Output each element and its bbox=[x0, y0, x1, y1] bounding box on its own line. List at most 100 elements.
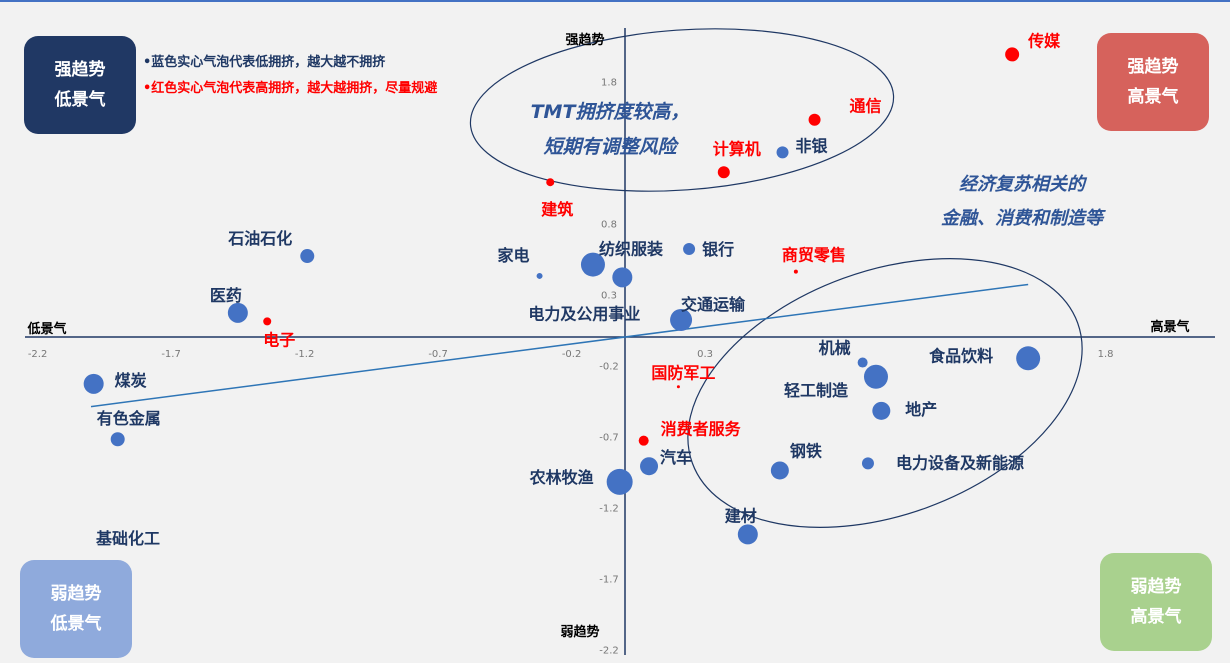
econ-annotation-line1: 经济复苏相关的 bbox=[959, 174, 1088, 195]
tmt-ellipse bbox=[469, 28, 895, 192]
legend: •蓝色实心气泡代表低拥挤，越大越不拥挤 •红色实心气泡代表高拥挤，越大越拥挤，尽… bbox=[143, 50, 437, 102]
economy-ellipse bbox=[687, 258, 1083, 528]
point-label: 建筑 bbox=[541, 200, 573, 219]
x-axis-low-label: 低景气 bbox=[26, 321, 66, 337]
point-label: 交通运输 bbox=[681, 295, 746, 314]
bubble-建材 bbox=[737, 524, 758, 545]
y-axis-high-label: 强趋势 bbox=[565, 32, 604, 48]
quadrant-line1: 弱趋势 bbox=[50, 584, 102, 604]
quadrant-line2: 高景气 bbox=[1127, 87, 1179, 107]
bubble-轻工制造 bbox=[863, 364, 888, 389]
point-label: 消费者服务 bbox=[661, 420, 742, 439]
bubble-银行 bbox=[683, 242, 696, 255]
bubble-汽车 bbox=[640, 457, 659, 476]
point-label: 非银 bbox=[796, 136, 829, 155]
legend-blue: •蓝色实心气泡代表低拥挤，越大越不拥挤 bbox=[143, 55, 386, 70]
point-label: 食品饮料 bbox=[928, 346, 993, 365]
bubble-煤炭 bbox=[83, 373, 104, 394]
y-tick-label: -0.7 bbox=[599, 432, 619, 443]
quadrant-bottom-right: 弱趋势 高景气 bbox=[1100, 553, 1212, 651]
quadrant-line1: 强趋势 bbox=[54, 60, 106, 80]
point-label: 国防军工 bbox=[651, 364, 715, 383]
bubble-交通运输 bbox=[670, 308, 693, 331]
point-label: 商贸零售 bbox=[782, 246, 846, 265]
x-tick-label: 0.3 bbox=[697, 349, 713, 360]
x-tick-label: -0.2 bbox=[562, 349, 582, 360]
point-label: 煤炭 bbox=[115, 371, 147, 390]
x-tick-label: -1.7 bbox=[161, 349, 181, 360]
trendline bbox=[90, 283, 1029, 408]
bubble-机械 bbox=[857, 357, 868, 368]
point-label: 农林牧渔 bbox=[529, 468, 594, 487]
bubble-地产 bbox=[872, 401, 891, 420]
trend-line bbox=[90, 283, 1029, 408]
y-tick-label: 0.3 bbox=[601, 290, 617, 301]
bubble-消费者服务 bbox=[638, 435, 649, 446]
legend-red: •红色实心气泡代表高拥挤，越大越拥挤，尽量规避 bbox=[143, 81, 438, 96]
point-label: 家电 bbox=[498, 246, 530, 265]
quadrant-line2: 低景气 bbox=[54, 90, 106, 110]
x-tick-label: -0.7 bbox=[428, 349, 448, 360]
bubble-医药 bbox=[227, 302, 248, 323]
point-label: 电子 bbox=[263, 330, 295, 349]
quadrant-bottom-left: 弱趋势 低景气 bbox=[20, 560, 132, 658]
point-label: 石油石化 bbox=[227, 229, 292, 248]
y-tick-label: -1.7 bbox=[599, 574, 619, 585]
x-tick-label: -1.2 bbox=[295, 349, 315, 360]
point-label: 汽车 bbox=[660, 448, 692, 467]
point-label: 传媒 bbox=[1027, 31, 1061, 50]
x-tick-label: -2.2 bbox=[28, 349, 48, 360]
quadrant-line2: 高景气 bbox=[1130, 607, 1182, 627]
point-label: 电力及公用事业 bbox=[528, 304, 640, 323]
point-label: 医药 bbox=[210, 286, 242, 305]
bubble-纺织服装 bbox=[580, 252, 605, 277]
y-tick-label: -0.2 bbox=[599, 361, 619, 372]
annotation-ellipses bbox=[469, 28, 1083, 528]
y-tick-label: 1.8 bbox=[601, 77, 617, 88]
bubble-食品饮料 bbox=[1016, 346, 1041, 371]
bubble-电力及公用事业 bbox=[612, 267, 633, 288]
y-tick-label: -2.2 bbox=[599, 645, 619, 656]
points bbox=[83, 47, 1041, 545]
quadrant-top-left: 强趋势 低景气 bbox=[24, 36, 136, 134]
point-label: 轻工制造 bbox=[784, 381, 849, 400]
point-label: 建材 bbox=[725, 506, 757, 525]
y-axis-low-label: 弱趋势 bbox=[560, 624, 599, 640]
bubble-农林牧渔 bbox=[606, 468, 633, 495]
x-axis-high-label: 高景气 bbox=[1150, 319, 1189, 335]
point-label: 计算机 bbox=[713, 139, 761, 158]
point-label: 钢铁 bbox=[790, 441, 822, 460]
y-tick-label: 0.8 bbox=[601, 219, 617, 230]
bubble-非银 bbox=[776, 146, 789, 159]
tmt-annotation-line1: TMT拥挤度较高， bbox=[531, 101, 690, 123]
bubble-电子 bbox=[263, 317, 272, 326]
quadrant-line1: 强趋势 bbox=[1127, 57, 1179, 77]
point-label: 通信 bbox=[850, 97, 882, 116]
bubble-有色金属 bbox=[110, 432, 125, 447]
y-tick-label: -1.2 bbox=[599, 503, 619, 514]
bubble-商贸零售 bbox=[793, 269, 798, 274]
point-label: 电力设备及新能源 bbox=[896, 453, 1024, 472]
top-border bbox=[0, 0, 1230, 2]
quadrant-line2: 低景气 bbox=[50, 614, 102, 634]
bubble-国防军工 bbox=[676, 385, 680, 389]
point-label: 基础化工 bbox=[95, 529, 160, 548]
point-label: 有色金属 bbox=[97, 409, 161, 428]
bubble-通信 bbox=[808, 113, 821, 126]
econ-annotation-line2: 金融、消费和制造等 bbox=[941, 208, 1106, 229]
point-label: 银行 bbox=[702, 240, 734, 259]
point-label: 纺织服装 bbox=[599, 240, 663, 259]
bubble-建筑 bbox=[546, 178, 555, 187]
bubble-计算机 bbox=[717, 166, 730, 179]
bubble-传媒 bbox=[1005, 47, 1020, 62]
x-tick-label: 1.8 bbox=[1098, 349, 1114, 360]
tmt-annotation-line2: 短期有调整风险 bbox=[543, 136, 679, 158]
bubble-电力设备及新能源 bbox=[861, 457, 874, 470]
quadrant-top-right: 强趋势 高景气 bbox=[1097, 33, 1209, 131]
bubble-石油石化 bbox=[300, 249, 315, 264]
bubble-家电 bbox=[536, 272, 543, 279]
point-label: 机械 bbox=[819, 339, 851, 358]
quadrant-line1: 弱趋势 bbox=[1130, 577, 1182, 597]
